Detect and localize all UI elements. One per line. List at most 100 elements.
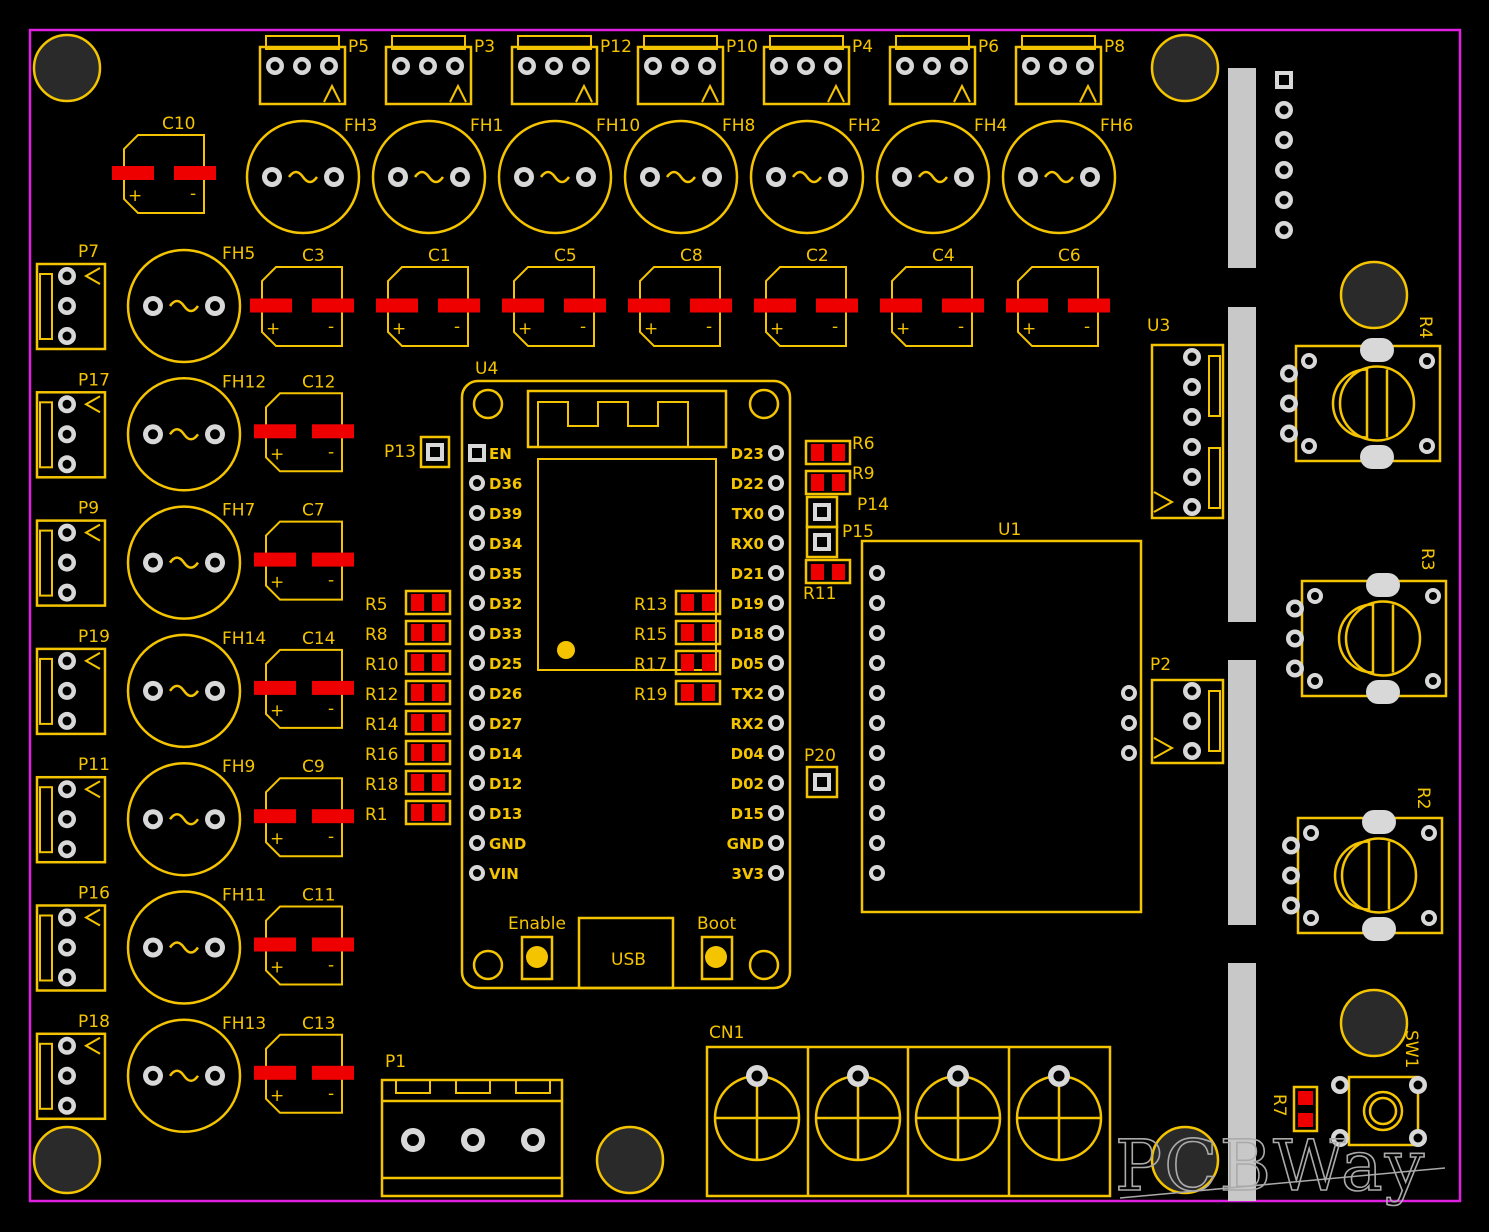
capacitor-ref: C6 [1058,246,1081,266]
connector-ref: P3 [474,37,495,57]
r7-ref: R7 [1269,1094,1289,1117]
smd-pad [432,804,445,821]
fan-header-outline [126,633,242,749]
resistor-outline [404,769,452,796]
connector-latch [1021,35,1096,50]
plus-mark: + [270,1086,284,1106]
pin-label: RX0 [730,535,764,553]
plus-mark: + [770,319,784,339]
smd-pad [811,444,824,461]
minus-mark: - [328,699,334,719]
fan-ref: FH5 [222,244,255,264]
connector-latch [39,529,53,597]
capacitor-ref: C7 [302,501,325,521]
fan-ref: FH12 [222,372,266,392]
connector-ref: P19 [78,627,110,647]
pin-label: D22 [731,475,764,493]
potentiometer-knob [1340,837,1418,914]
connector-outline [35,1032,107,1121]
connector-latch [39,401,53,469]
plus-mark: + [1022,319,1036,339]
connector-ref: P8 [1104,37,1125,57]
regulator-u3: U3 [1147,316,1225,520]
resistor-ref: R18 [365,775,398,795]
minus-mark: - [328,571,334,591]
u1-ref: U1 [998,520,1021,540]
tilde-mark [413,170,445,184]
plus-mark: + [392,319,406,339]
resistor-ref: R5 [365,595,388,615]
smd-pad [628,298,670,313]
potentiometer-ref: R3 [1417,548,1437,571]
capacitor-ref: C10 [162,114,196,134]
connector-ref: P10 [726,37,758,57]
resistor-ref: R9 [852,464,875,484]
minus-mark: - [706,317,712,337]
smd-pad [432,714,445,731]
capacitor-ref: C1 [428,246,451,266]
fan-header-outline [126,248,242,364]
pin-label: GND [489,835,526,853]
fan-header-outline [245,119,361,235]
smd-pad [1068,298,1110,313]
smd-pad [702,594,715,611]
smd-pad [942,298,984,313]
connector-outline [258,45,347,106]
p14-ref: P14 [857,495,889,515]
connector-p2: P2 [1150,655,1225,765]
capacitor-outline [265,777,343,858]
smd-pad [174,166,216,180]
capacitor-outline [261,266,343,347]
row-capacitors: +-C3+-C1+-C5+-C8+-C2+-C4+-C6 [250,246,1110,347]
pin-label: D13 [489,805,522,823]
smd-pad [432,744,445,761]
tilde-mark [168,556,200,569]
capacitor-ref: C2 [806,246,829,266]
potentiometer-flat [1337,603,1375,674]
resistor-r7: R7 [1269,1085,1319,1133]
pin-label: TX2 [732,685,764,703]
pin-label: D27 [489,715,522,733]
pin1-marker [83,523,101,542]
capacitor-outline [765,266,847,347]
connector-ref: P4 [852,37,873,57]
capacitor-ref: C14 [302,629,336,649]
r11-ref: R11 [803,584,836,604]
fan-ref: FH7 [222,501,255,521]
connector-ref: P18 [78,1012,110,1032]
tilde-mark [665,170,697,184]
tilde-mark [287,170,319,184]
fan-ref: FH13 [222,1014,266,1034]
smd-pad [112,166,154,180]
tilde-mark [168,941,200,954]
connector-ref: P12 [600,37,632,57]
capacitor-ref: C11 [302,886,336,906]
connector-latch [39,786,53,854]
connector-outline [35,262,107,351]
capacitor-outline [387,266,469,347]
potentiometer-ref: R2 [1413,787,1433,810]
u3-ref: U3 [1147,316,1170,336]
connector-outline [762,45,851,106]
smd-pad [254,424,296,439]
resistor-ref: R15 [634,625,667,645]
connector-latch [39,914,53,982]
module-u1: U1 [860,520,1143,914]
connector-ref: P6 [978,37,999,57]
smd-pad [432,594,445,611]
minus-mark: - [328,317,334,337]
fan-ref: FH6 [1100,116,1133,136]
resistor-outline [674,619,722,646]
board-outline [28,28,1462,1203]
heatsink-bars [1228,68,1256,1201]
plus-mark: + [270,829,284,849]
plus-mark: + [518,319,532,339]
capacitor-outline [265,392,343,473]
header-p15: P15 [805,522,874,559]
resistor-outline [674,589,722,616]
connector-outline [35,519,107,607]
connector-outline [35,647,107,736]
tilde-mark [1043,170,1075,184]
